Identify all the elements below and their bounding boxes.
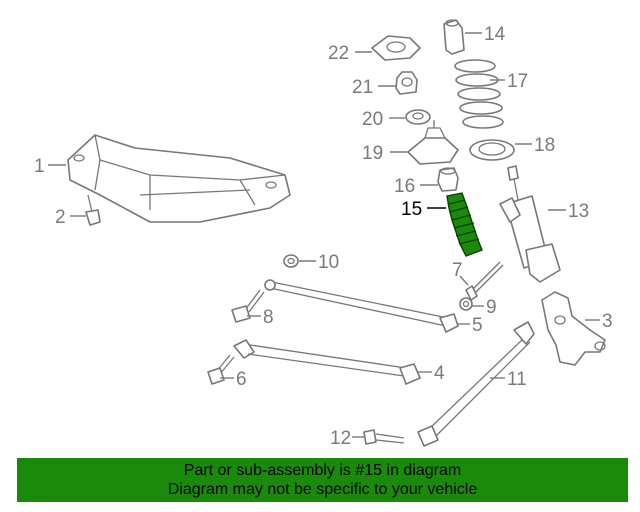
part-5-lateral-link[interactable] [264, 279, 459, 333]
part-3-knuckle[interactable] [541, 291, 606, 366]
callout-3: 3 [602, 311, 613, 332]
callout-1: 1 [34, 156, 45, 177]
part-15-dust-boot[interactable] [446, 192, 483, 257]
callout-15: 15 [401, 199, 422, 220]
part-18-spring-seat[interactable] [469, 139, 515, 161]
part-9-nut[interactable] [459, 297, 473, 311]
part-4-lower-link[interactable] [233, 339, 421, 385]
callout-2: 2 [55, 207, 66, 228]
part-12-bolt[interactable] [363, 429, 405, 445]
callout-5: 5 [472, 315, 483, 336]
callout-9: 9 [486, 297, 497, 318]
part-2-bolt[interactable] [85, 194, 101, 226]
callout-8: 8 [263, 307, 274, 328]
banner-line-2: Diagram may not be specific to your vehi… [167, 481, 478, 498]
part-22-mount-plate[interactable] [371, 35, 421, 61]
part-17-coil-spring[interactable] [454, 59, 504, 129]
callout-7: 7 [452, 260, 463, 281]
part-16-bump-stop[interactable] [437, 167, 459, 192]
callout-6: 6 [236, 369, 247, 390]
part-13-strut[interactable] [499, 165, 561, 283]
banner-line-1: Part or sub-assembly is #15 in diagram [183, 462, 462, 479]
callout-10: 10 [318, 252, 339, 273]
callout-19: 19 [362, 143, 383, 164]
part-14-strut-cap[interactable] [443, 19, 465, 55]
callout-13: 13 [568, 201, 589, 222]
part-1-crossmember[interactable] [67, 134, 291, 223]
callout-16: 16 [394, 176, 415, 197]
callout-18: 18 [534, 135, 555, 156]
part-7-bolt[interactable] [465, 261, 504, 301]
callout-20: 20 [362, 109, 383, 130]
callout-21: 21 [352, 77, 373, 98]
callout-14: 14 [484, 24, 506, 45]
callout-12: 12 [330, 428, 351, 449]
part-11-trailing-arm[interactable] [417, 321, 535, 447]
part-20-washer[interactable] [405, 109, 431, 125]
callout-11: 11 [507, 369, 527, 390]
part-6-bolt[interactable] [207, 354, 235, 385]
callout-17: 17 [507, 71, 528, 92]
part-21-bushing[interactable] [395, 71, 418, 95]
part-10-bushing[interactable] [283, 254, 299, 268]
parts-diagram: 1 2 22 21 20 19 16 1 [34, 19, 613, 449]
callout-4: 4 [434, 363, 445, 384]
callout-22: 22 [328, 43, 349, 64]
info-banner: Part or sub-assembly is #15 in diagram D… [17, 458, 628, 502]
part-8-bolt[interactable] [231, 289, 265, 323]
part-19-strut-mount[interactable] [407, 120, 459, 165]
